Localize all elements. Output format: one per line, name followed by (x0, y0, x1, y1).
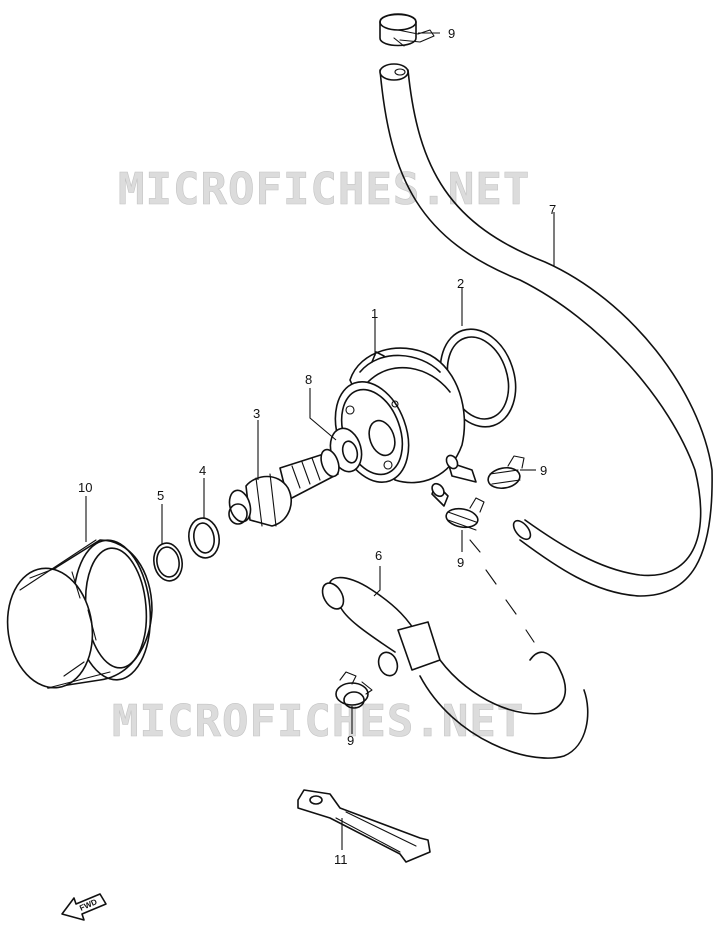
callout-11: 11 (334, 852, 348, 867)
oil-filter-part-10 (6, 539, 153, 689)
washer-part-4 (188, 517, 220, 559)
callout-10: 10 (78, 480, 92, 495)
callout-8: 8 (305, 372, 312, 387)
clamp-top (379, 13, 435, 47)
callout-9-right: 9 (540, 463, 547, 478)
clamp-right (487, 455, 525, 490)
callout-3: 3 (253, 406, 260, 421)
union-bolt-part-3 (228, 448, 340, 527)
watermark-bottom: MICROFICHES.NET (112, 696, 524, 747)
callout-2: 2 (457, 276, 464, 291)
clamp-middle (445, 497, 485, 531)
callout-6: 6 (375, 548, 382, 563)
callout-9-middle: 9 (457, 555, 464, 570)
bracket-part-11 (297, 789, 431, 863)
o-ring-part-5 (153, 542, 183, 582)
watermark-top: MICROFICHES.NET (118, 164, 530, 215)
leader-lines (85, 32, 555, 850)
callout-5: 5 (157, 488, 164, 503)
callout-7: 7 (549, 202, 556, 217)
hose-part-6 (321, 539, 589, 759)
hose-part-7 (379, 63, 713, 597)
callout-9-bottom: 9 (347, 733, 354, 748)
callout-4: 4 (199, 463, 206, 478)
oil-cooler-part-1 (334, 347, 477, 507)
callout-labels: 1 2 3 4 5 6 7 8 9 9 9 9 10 11 (78, 26, 556, 867)
callout-1: 1 (371, 306, 378, 321)
callout-9-top: 9 (448, 26, 455, 41)
clamp-bottom (335, 671, 373, 709)
forward-direction-marker: FWD (61, 893, 107, 921)
